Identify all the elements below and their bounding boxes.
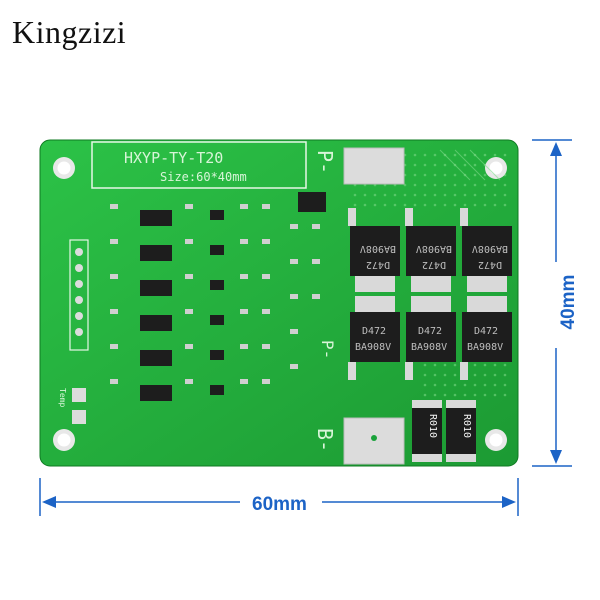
- mosfet-bottom-code-1: D472: [362, 326, 386, 337]
- p-minus-label: P-: [313, 150, 337, 174]
- shunt-mark-1: R010: [427, 414, 438, 438]
- mosfet-bottom-code-2: D472: [418, 326, 442, 337]
- title-silk-box: [91, 141, 307, 189]
- p-minus-pad: [343, 147, 405, 185]
- height-dimension-arrow: [532, 139, 572, 467]
- brand-logo: Kingzizi: [12, 14, 127, 50]
- width-dimension-label: 60mm: [252, 494, 307, 515]
- temp-pad-1: [72, 388, 86, 402]
- mosfet-bottom-mark-3: BA908V: [467, 342, 503, 353]
- mosfet-top-code-3: D472: [478, 259, 502, 270]
- shunt-mark-2: R010: [461, 414, 472, 438]
- mosfet-top-mark-1: BA908V: [360, 243, 396, 254]
- passive-components: [110, 204, 320, 384]
- mosfet-bottom-mark-1: BA908V: [355, 342, 391, 353]
- mosfet-top-code-2: D472: [422, 259, 446, 270]
- width-dimension-arrow: [39, 478, 519, 516]
- height-dimension-label: 40mm: [558, 274, 579, 330]
- mosfet-top-mark-3: BA908V: [472, 243, 508, 254]
- model-label: HXYP-TY-T20: [124, 149, 223, 167]
- size-label: Size:60*40mm: [160, 170, 247, 184]
- balance-connector: [69, 239, 89, 351]
- mosfet-top-row: [348, 208, 512, 292]
- mounting-holes: [53, 157, 507, 451]
- mosfet-bottom-mark-2: BA908V: [411, 342, 447, 353]
- p-minus-label-mid: P-: [318, 340, 337, 359]
- shunt-resistors: [412, 400, 476, 462]
- silk-traces: [439, 149, 501, 181]
- temp-pad-2: [72, 410, 86, 424]
- protection-ic-array: [140, 192, 326, 401]
- mosfet-top-mark-2: BA908V: [416, 243, 452, 254]
- b-minus-label: B-: [313, 428, 337, 452]
- temp-label: Temp: [58, 388, 67, 407]
- mosfet-bottom-row: [348, 296, 512, 380]
- mosfet-bottom-code-3: D472: [474, 326, 498, 337]
- mosfet-top-code-1: D472: [366, 259, 390, 270]
